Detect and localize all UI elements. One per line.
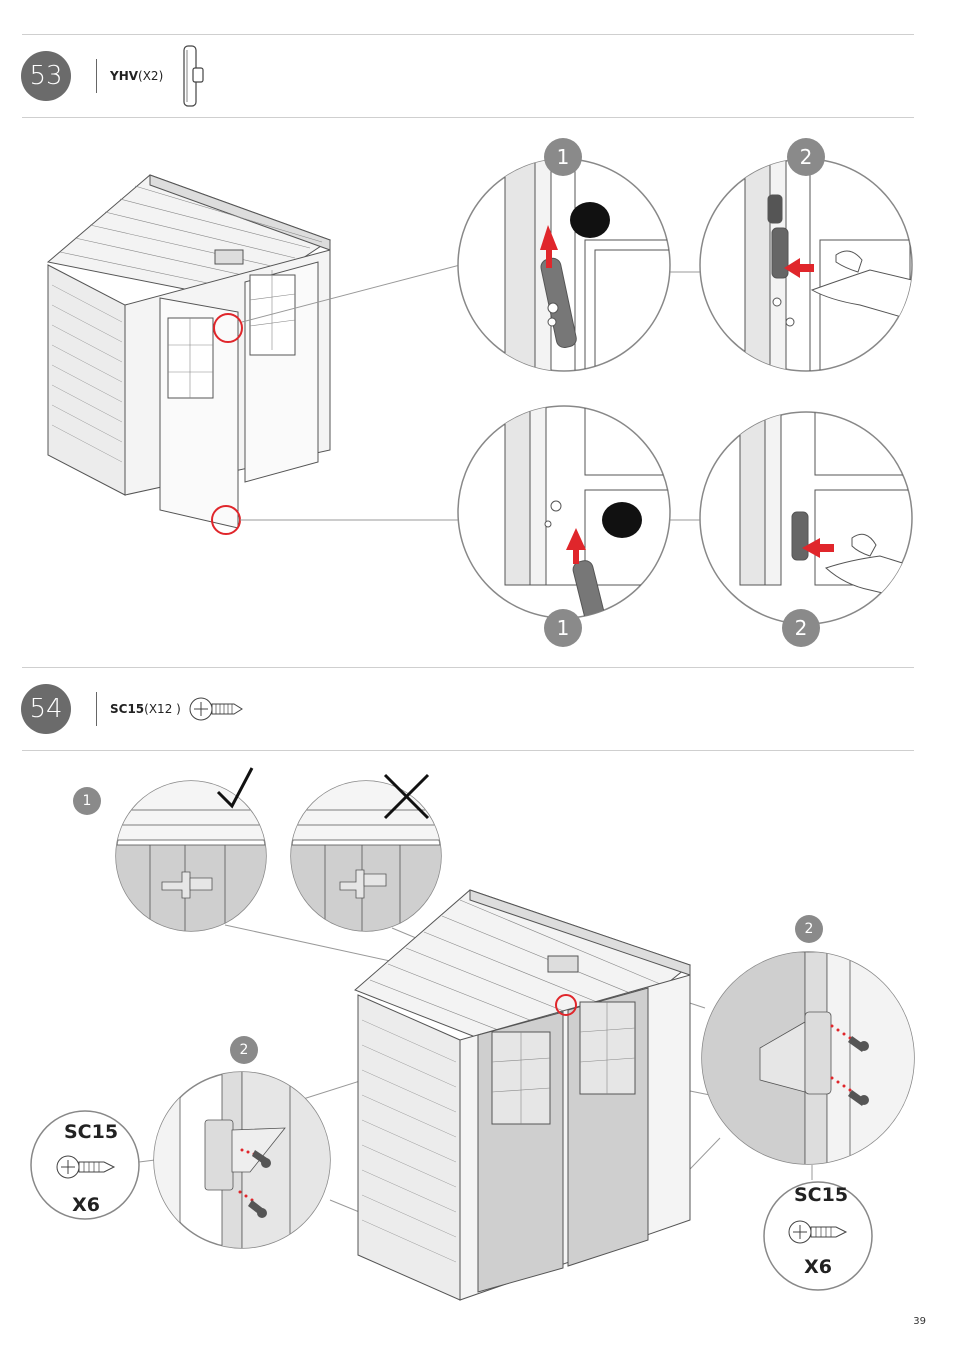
substep-label: 2 — [805, 921, 814, 937]
substep-1-top-badge: 1 — [544, 138, 582, 176]
part-qty: (X12 ) — [144, 702, 181, 716]
hinge-detail-left — [150, 1070, 332, 1250]
left-callout-qty: X6 — [64, 1194, 108, 1216]
substep-label: 1 — [557, 145, 570, 169]
step-54-substep-2-left-badge: 2 — [230, 1036, 258, 1064]
step-54-part-label: SC15(X12 ) — [110, 702, 181, 716]
step-53-illustration — [0, 0, 954, 680]
step-54-top-rule — [22, 667, 914, 668]
substep-2-bottom-badge: 2 — [782, 609, 820, 647]
cross-detail-circle — [285, 775, 455, 940]
substep-2-top-badge: 2 — [787, 138, 825, 176]
left-callout-code: SC15 — [64, 1121, 118, 1143]
page-number: 39 — [913, 1316, 926, 1327]
hinge-detail-right — [700, 952, 917, 1167]
step-54-number: 54 — [29, 694, 62, 724]
substep-label: 1 — [557, 616, 570, 640]
shed-front-drawing — [355, 890, 690, 1300]
step-54-substep-1-badge: 1 — [73, 787, 101, 815]
substep-label: 2 — [240, 1042, 249, 1058]
screw-icon — [188, 695, 244, 725]
substep-label: 2 — [800, 145, 813, 169]
header-divider — [96, 692, 97, 726]
right-callout-code: SC15 — [794, 1184, 848, 1206]
part-code-sc15: SC15 — [110, 702, 144, 716]
detail-circle-top-2 — [700, 150, 912, 390]
step-54-substep-2-right-badge: 2 — [795, 915, 823, 943]
substep-label: 1 — [83, 793, 92, 809]
shed-drawing — [48, 175, 330, 528]
step-54-illustration — [0, 740, 954, 1300]
detail-circle-top-1 — [458, 150, 675, 390]
check-detail-circle — [110, 768, 280, 940]
substep-label: 2 — [795, 616, 808, 640]
substep-1-bottom-badge: 1 — [544, 609, 582, 647]
detail-circle-bottom-2 — [700, 400, 915, 624]
right-callout-qty: X6 — [796, 1256, 840, 1278]
step-54-badge: 54 — [21, 684, 71, 734]
